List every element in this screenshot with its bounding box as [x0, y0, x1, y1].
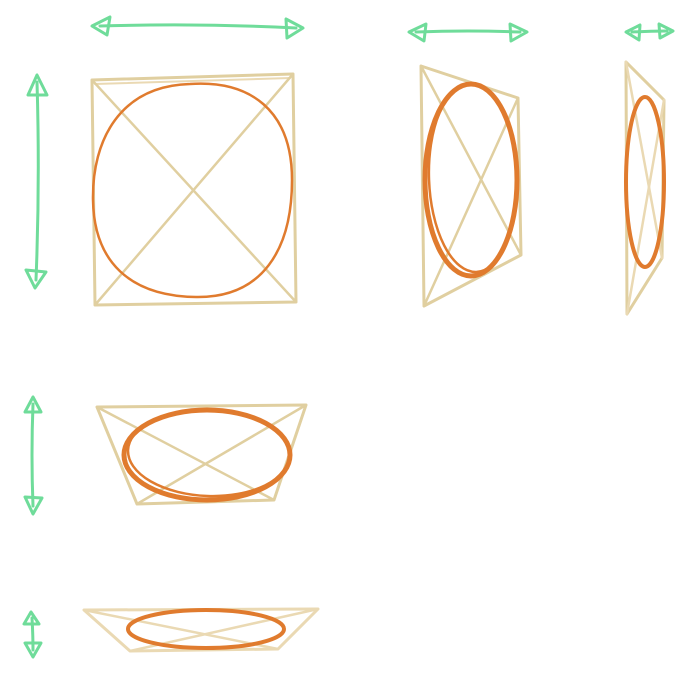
width-arrow-icon — [407, 22, 529, 43]
figure-side-edge — [624, 22, 675, 316]
ellipse — [624, 95, 666, 269]
ellipse-overstroke — [427, 82, 519, 274]
circle — [91, 82, 294, 299]
height-arrow-icon — [22, 610, 43, 659]
width-arrow-icon — [90, 15, 305, 40]
square-frame — [90, 72, 298, 307]
height-arrow-icon — [23, 395, 44, 516]
width-arrow-icon — [624, 22, 675, 42]
figure-side-turned — [407, 22, 529, 308]
height-arrow-icon — [24, 73, 49, 290]
figure-tilt-flat — [22, 607, 320, 659]
figure-tilt-medium — [23, 395, 308, 516]
trapezoid-frame — [624, 60, 666, 316]
ellipse — [126, 608, 286, 650]
trapezoid-frame — [419, 64, 523, 308]
ellipse-overstroke — [126, 408, 292, 498]
figure-square-circle — [24, 15, 305, 307]
